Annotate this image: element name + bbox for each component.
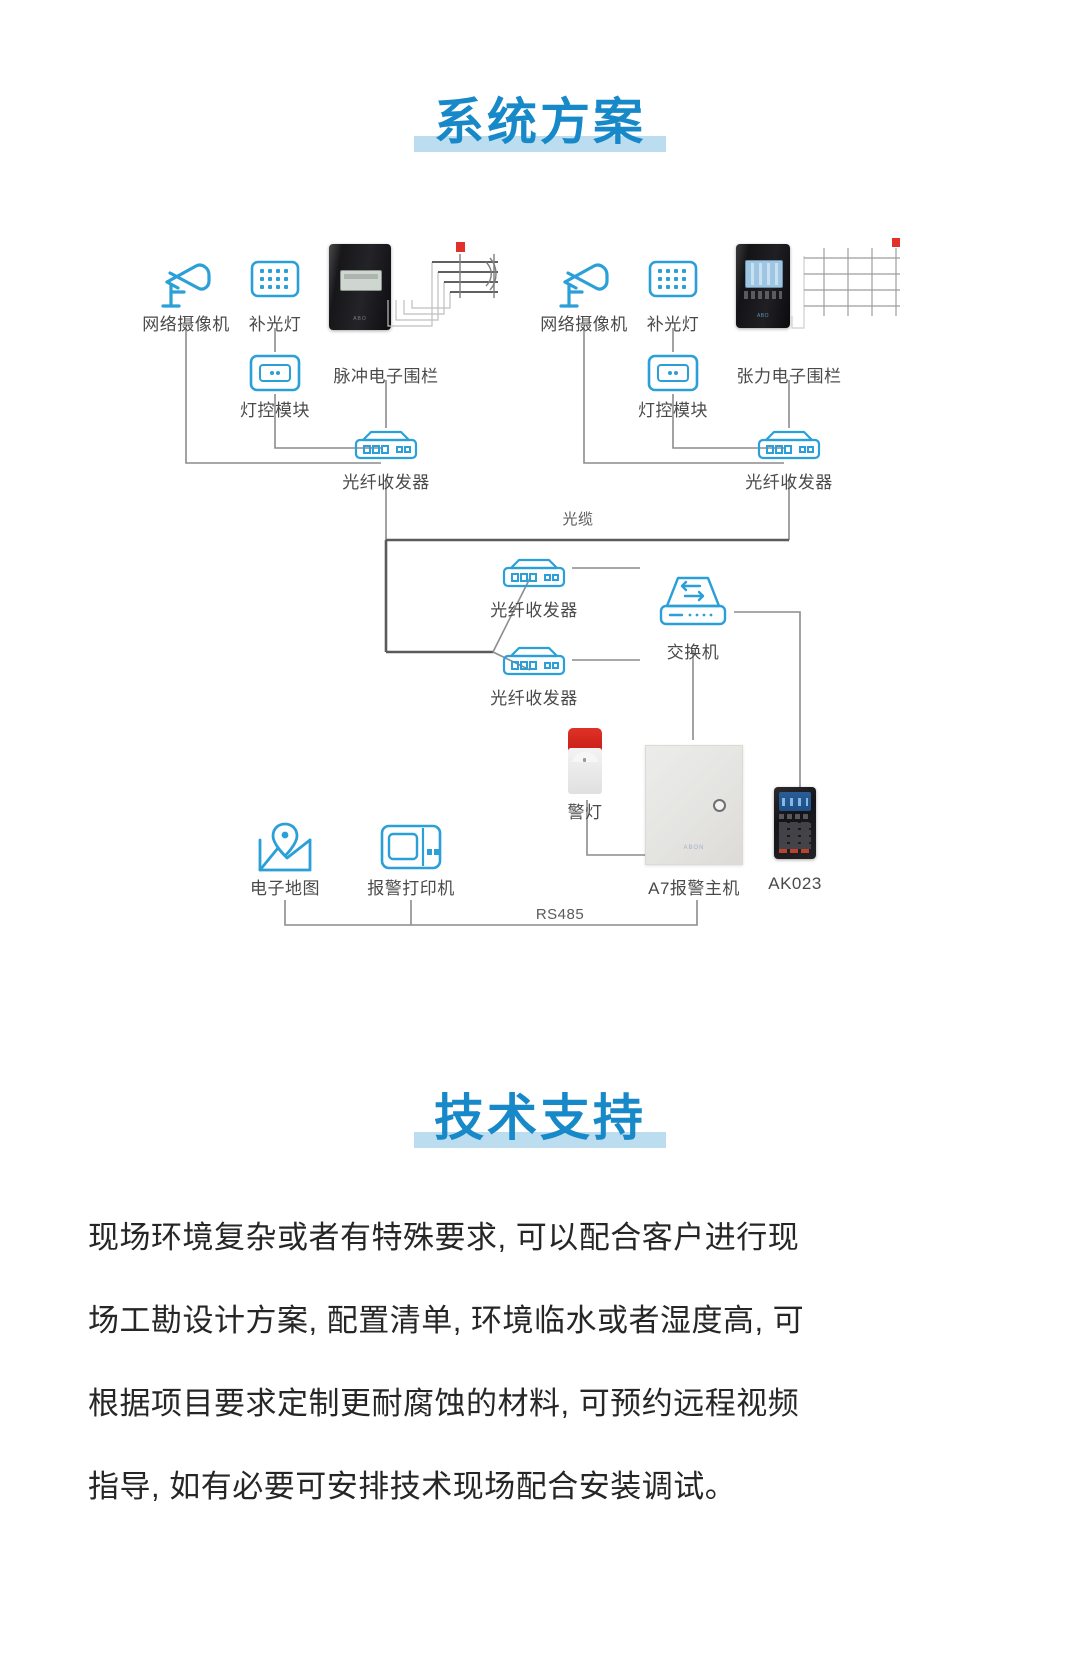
heading-underline-bar [414, 136, 666, 152]
light-control-module-icon [248, 352, 302, 394]
label-network-camera-left: 网络摄像机 [142, 315, 230, 334]
tension-fence-wires [791, 238, 900, 329]
label-media-converter-right: 光纤收发器 [745, 473, 833, 492]
label-ak023-keypad: AK023 [768, 874, 822, 893]
label-network-switch: 交换机 [666, 643, 720, 662]
alarm-host-device: ABON [645, 745, 743, 865]
label-optical-cable: 光缆 [562, 511, 594, 528]
tension-fence-host-device: ABO [736, 244, 790, 328]
label-tension-fence: 张力电子围栏 [736, 367, 842, 386]
label-fill-light-right: 补光灯 [646, 315, 700, 334]
system-architecture-diagram: 网络摄像机 补光灯 灯控模 [0, 200, 1080, 990]
network-camera-icon [154, 256, 218, 318]
ak023-keypad-device [774, 787, 816, 859]
label-fill-light-left: 补光灯 [248, 315, 302, 334]
network-switch-icon [652, 572, 734, 632]
label-electronic-map: 电子地图 [250, 879, 320, 898]
alarm-printer-icon [378, 822, 444, 874]
diagram-connector-lines [185, 328, 801, 926]
label-pulse-fence: 脉冲电子围栏 [333, 367, 439, 386]
section-title-support: 技术支持 [0, 1078, 1080, 1150]
support-line: 根据项目要求定制更耐腐蚀的材料, 可预约远程视频 [88, 1386, 800, 1421]
fiber-media-converter-icon-trunk-a [499, 556, 569, 592]
label-alarm-siren: 警灯 [567, 803, 603, 822]
support-line: 指导, 如有必要可安排技术现场配合安装调试。 [88, 1469, 737, 1504]
label-light-control-right: 灯控模块 [638, 401, 708, 420]
pulse-fence-wires [387, 242, 498, 327]
section-title-system: 系统方案 [0, 82, 1080, 154]
fiber-media-converter-icon-right [754, 428, 824, 464]
network-camera-icon-right [552, 256, 616, 318]
support-line: 现场环境复杂或者有特殊要求, 可以配合客户进行现 [88, 1220, 800, 1255]
section-title-support-text: 技术支持 [434, 1090, 646, 1146]
label-media-converter-trunk-a: 光纤收发器 [490, 601, 578, 620]
support-line: 场工勘设计方案, 配置清单, 环境临水或者湿度高, 可 [88, 1303, 805, 1338]
support-paragraph: 现场环境复杂或者有特殊要求, 可以配合客户进行现 场工勘设计方案, 配置清单, … [88, 1196, 998, 1528]
fill-light-icon-right [647, 258, 699, 304]
label-alarm-printer: 报警打印机 [367, 879, 455, 898]
label-media-converter-trunk-b: 光纤收发器 [490, 689, 578, 708]
fiber-media-converter-icon-left [351, 428, 421, 464]
optical-cable-trunk [384, 538, 789, 654]
label-media-converter-left: 光纤收发器 [342, 473, 430, 492]
label-network-camera-right: 网络摄像机 [540, 315, 628, 334]
light-control-module-icon-right [646, 352, 700, 394]
fill-light-icon [249, 258, 301, 304]
label-alarm-host: A7报警主机 [648, 879, 740, 898]
electronic-map-icon [254, 820, 316, 878]
label-light-control-left: 灯控模块 [240, 401, 310, 420]
heading-underline-bar-support [414, 1132, 666, 1148]
label-rs485-bus: RS485 [535, 906, 585, 923]
alarm-siren-device [568, 728, 602, 794]
fiber-media-converter-icon-trunk-b [499, 644, 569, 680]
rs485-bus [284, 900, 698, 926]
pulse-fence-host-device: ABO [329, 244, 391, 330]
section-title-system-text: 系统方案 [434, 94, 646, 150]
